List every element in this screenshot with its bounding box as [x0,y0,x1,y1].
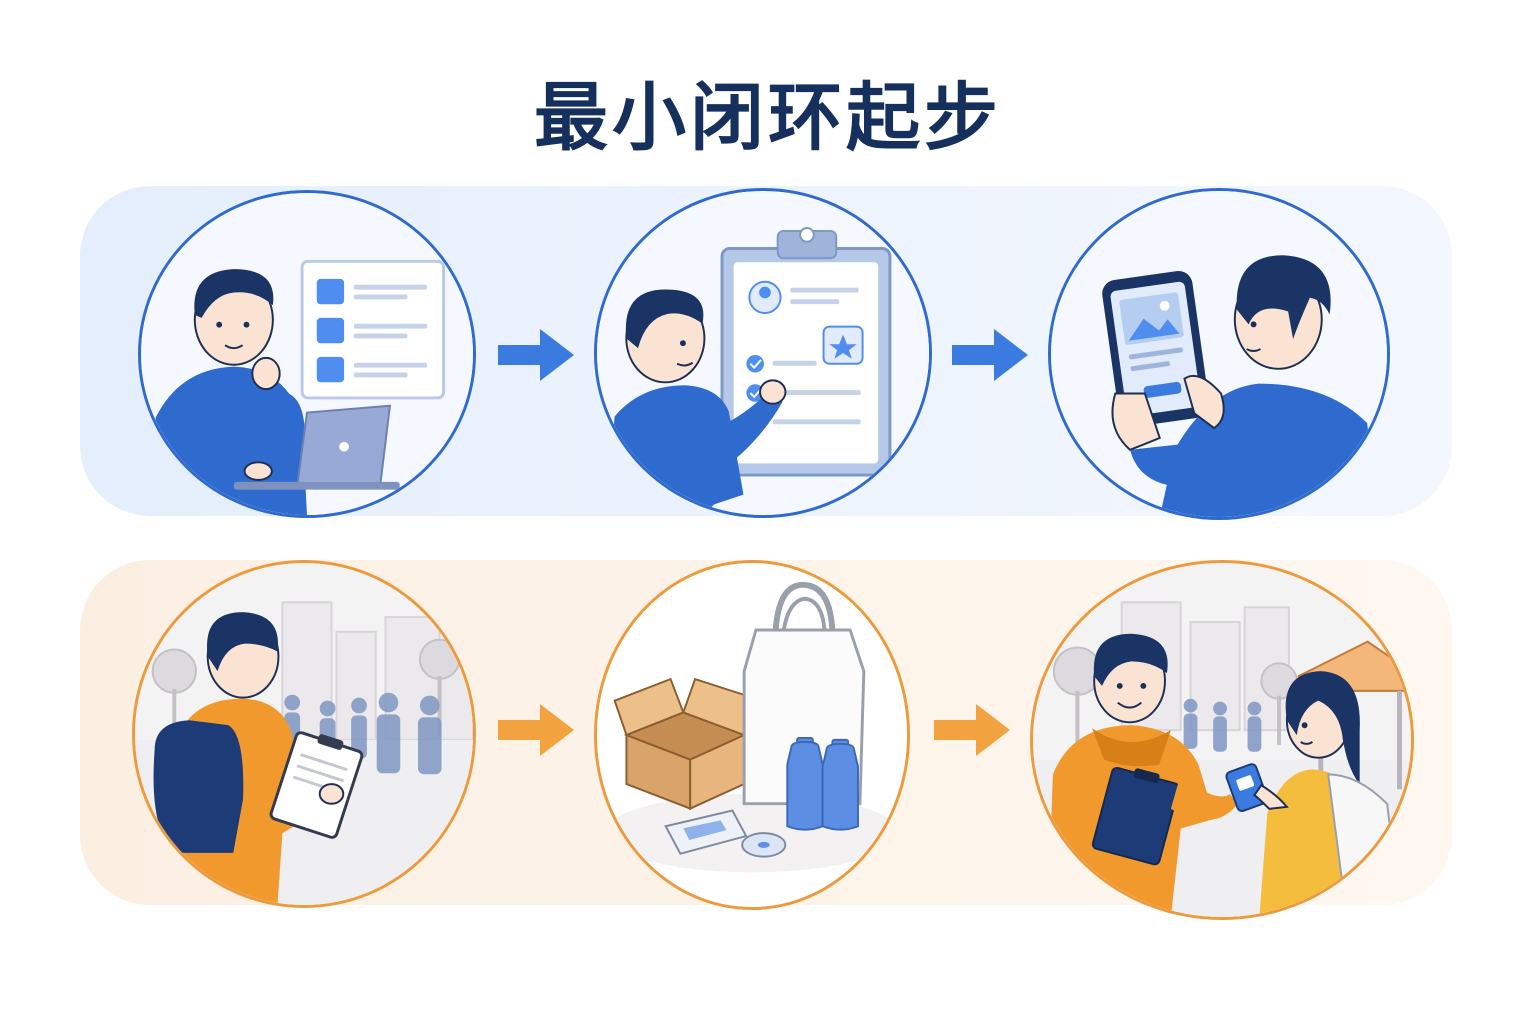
arrow-right-icon [950,325,1030,385]
person-handing-card-to-customer-icon [1033,563,1411,917]
step-5-circle [594,560,910,910]
step-2-circle [594,188,932,518]
arrow-right-icon [932,700,1012,760]
box-bag-bottles-samples-icon [597,563,907,907]
person-clipboard-checklist-icon [597,191,929,515]
arrow-right-icon [496,325,576,385]
step-6-circle [1030,560,1414,920]
step-4-circle [132,560,476,908]
step-3-circle [1048,188,1390,520]
arrow-right-icon [496,700,576,760]
person-clipboard-street-survey-icon [135,563,473,905]
person-laptop-planning-icon [141,193,473,515]
step-1-circle [138,190,476,518]
person-smartphone-icon [1051,191,1387,517]
page-title: 最小闭环起步 [534,75,1002,161]
